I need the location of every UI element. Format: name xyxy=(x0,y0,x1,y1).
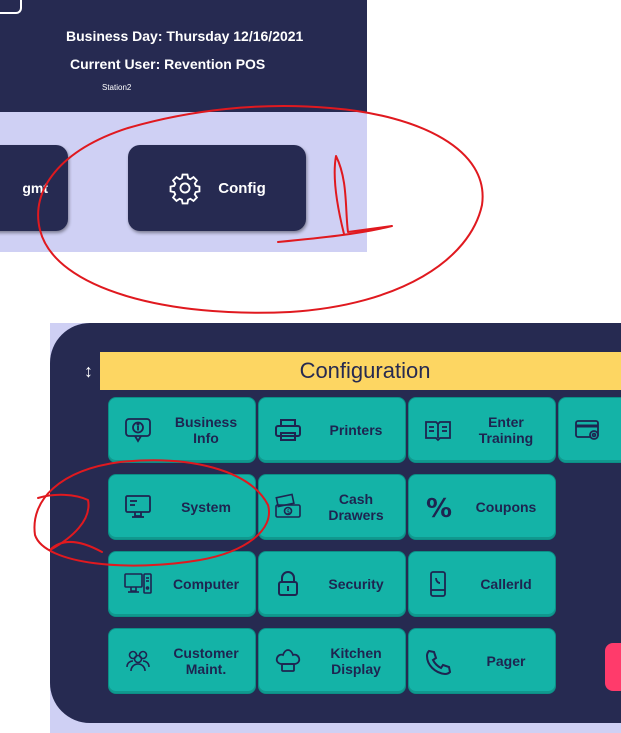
tile-label: Kitchen Display xyxy=(330,645,382,677)
tile-system[interactable]: System xyxy=(108,474,256,540)
config-button-label: Config xyxy=(218,179,266,197)
tile-business-info[interactable]: Business Info xyxy=(108,397,256,463)
station-text: Station2 xyxy=(102,83,132,92)
tile-label: Security xyxy=(328,576,384,592)
tile-label: Customer Maint. xyxy=(173,645,239,677)
mgmt-button-label: gmt xyxy=(22,180,48,196)
info-bubble-icon xyxy=(121,415,155,445)
tile-printers[interactable]: Printers xyxy=(258,397,406,463)
configuration-screen-crop: ↕ Configuration Business Info Printers E… xyxy=(50,323,621,733)
configuration-panel: ↕ Configuration Business Info Printers E… xyxy=(50,323,621,723)
tile-computer[interactable]: Computer xyxy=(108,551,256,617)
printer-icon xyxy=(271,415,305,445)
resize-arrows-icon[interactable]: ↕ xyxy=(84,361,93,381)
monitor-icon xyxy=(121,492,155,522)
configuration-header: Configuration xyxy=(100,352,621,390)
phone-icon xyxy=(421,569,455,599)
tile-pager[interactable]: Pager xyxy=(408,628,556,694)
svg-text:%: % xyxy=(426,494,452,521)
lock-icon xyxy=(271,569,305,599)
business-info-panel: Business Day: Thursday 12/16/2021 Curren… xyxy=(0,0,367,112)
config-button[interactable]: Config xyxy=(128,145,306,231)
svg-text:$: $ xyxy=(286,508,290,515)
tile-label: Business Info xyxy=(174,414,238,446)
current-user-text: Current User: Revention POS xyxy=(70,56,266,72)
tile-enter-training[interactable]: Enter Training xyxy=(408,397,556,463)
tile-kitchen-display[interactable]: Kitchen Display xyxy=(258,628,406,694)
pink-button-edge[interactable] xyxy=(605,643,621,691)
percent-icon: % xyxy=(421,492,455,522)
tile-label: Cash Drawers xyxy=(328,491,384,523)
tile-cash-drawers[interactable]: $ Cash Drawers xyxy=(258,474,406,540)
tile-label: Pager xyxy=(486,653,526,669)
tile-security[interactable]: Security xyxy=(258,551,406,617)
tile-label: Printers xyxy=(329,422,383,438)
cash-drawer-icon: $ xyxy=(271,492,305,522)
tile-label: Enter Training xyxy=(478,414,534,446)
tile-coupons[interactable]: % Coupons xyxy=(408,474,556,540)
business-day-text: Business Day: Thursday 12/16/2021 xyxy=(66,28,304,44)
computer-icon xyxy=(121,569,155,599)
tile-callerid[interactable]: CallerId xyxy=(408,551,556,617)
panel-top-bar xyxy=(0,0,22,14)
tile-label: System xyxy=(181,499,231,515)
tile-label: Coupons xyxy=(475,499,537,515)
book-icon xyxy=(421,415,455,445)
tile-label: CallerId xyxy=(480,576,532,592)
tile-customer-maint[interactable]: Customer Maint. xyxy=(108,628,256,694)
card-reader-icon xyxy=(571,415,605,445)
tile-card-reader[interactable] xyxy=(558,397,621,463)
mgmt-button[interactable]: gmt xyxy=(0,145,68,231)
people-icon xyxy=(121,646,155,676)
tile-label: Computer xyxy=(172,576,240,592)
configuration-title: Configuration xyxy=(299,358,431,383)
gear-icon xyxy=(169,173,201,205)
main-screen-crop: Business Day: Thursday 12/16/2021 Curren… xyxy=(0,0,367,252)
handset-icon xyxy=(421,646,455,676)
chef-hat-icon xyxy=(271,646,305,676)
